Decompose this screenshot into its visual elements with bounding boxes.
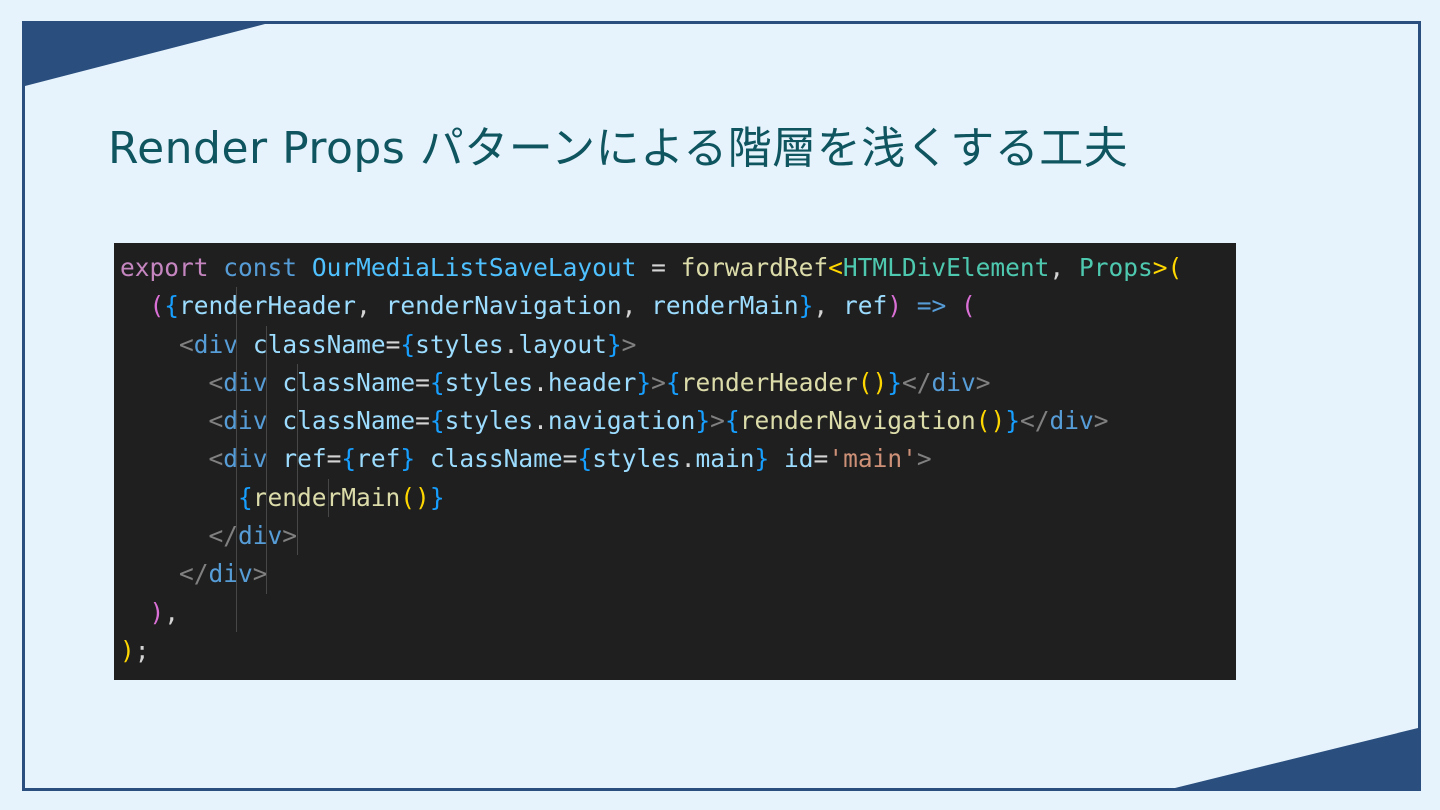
code-line-9: </div> [114, 555, 1236, 594]
code-line-7: {renderMain()} [114, 478, 1236, 518]
code-line-2: ({renderHeader, renderNavigation, render… [114, 287, 1236, 326]
slide-title: Render Props パターンによる階層を浅くする工夫 [108, 123, 1129, 174]
code-line-5: <div className={styles.navigation}>{rend… [114, 402, 1236, 441]
code-line-11: ); [120, 635, 150, 665]
code-line-4: <div className={styles.header}>{renderHe… [114, 363, 1236, 403]
code-line-10: ), [114, 593, 1236, 632]
code-line-8: </div> [114, 517, 1236, 556]
code-line-6: <div ref={ref} className={styles.main} i… [114, 440, 1236, 479]
code-block: export const OurMediaListSaveLayout = fo… [114, 243, 1236, 680]
code-line-3: <div className={styles.layout}> [114, 325, 1236, 364]
code-line-1: export const OurMediaListSaveLayout = fo… [120, 253, 1183, 282]
